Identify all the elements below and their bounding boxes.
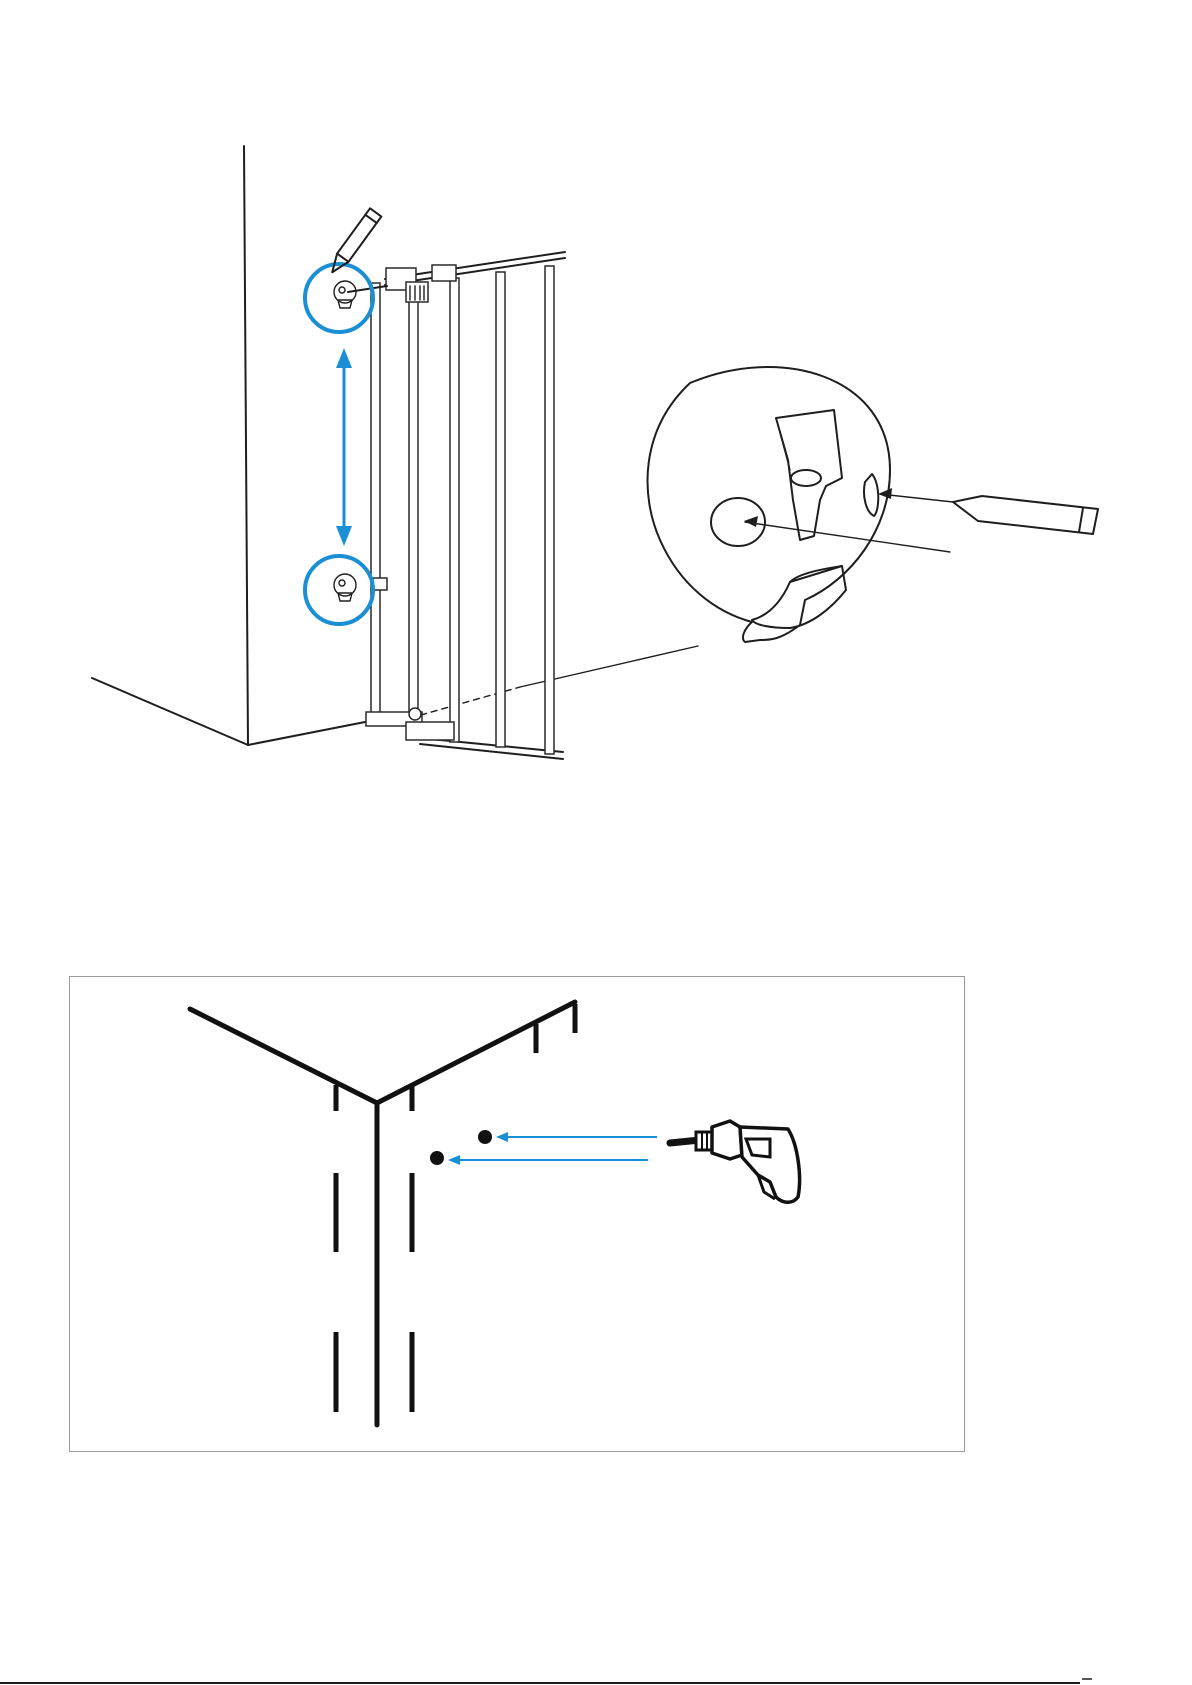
bottom-latch <box>406 722 454 740</box>
wall-cup-top <box>334 281 356 308</box>
gate-bar <box>496 272 505 747</box>
top-latch <box>432 265 456 281</box>
gate-marking-illustration <box>0 0 1192 800</box>
wall-cup-bottom <box>334 574 356 601</box>
highlight-circle-bottom <box>305 556 373 624</box>
wall-outline <box>92 146 365 745</box>
highlight-circle-top <box>305 264 373 332</box>
footer-tick <box>1082 1678 1092 1680</box>
lower-spindle <box>373 578 387 590</box>
wall-corner <box>190 1002 575 1425</box>
gate-bar <box>371 283 380 720</box>
drill-icon <box>670 1121 800 1202</box>
drill-hole-top <box>478 1130 492 1144</box>
pencil-detail-icon <box>953 496 1098 534</box>
distance-arrow <box>336 348 352 546</box>
gate-bar <box>409 290 418 727</box>
drill-hole-bottom <box>430 1151 444 1165</box>
gate-bar <box>450 278 459 742</box>
drill-holes-illustration <box>69 976 965 1452</box>
drill-holes-drawing <box>70 977 964 1451</box>
footer-rule <box>0 1682 1080 1684</box>
gate <box>348 252 565 759</box>
wall-cup-detail <box>648 367 953 642</box>
gate-bar <box>545 266 554 754</box>
gate-marking-drawing <box>0 0 1192 800</box>
